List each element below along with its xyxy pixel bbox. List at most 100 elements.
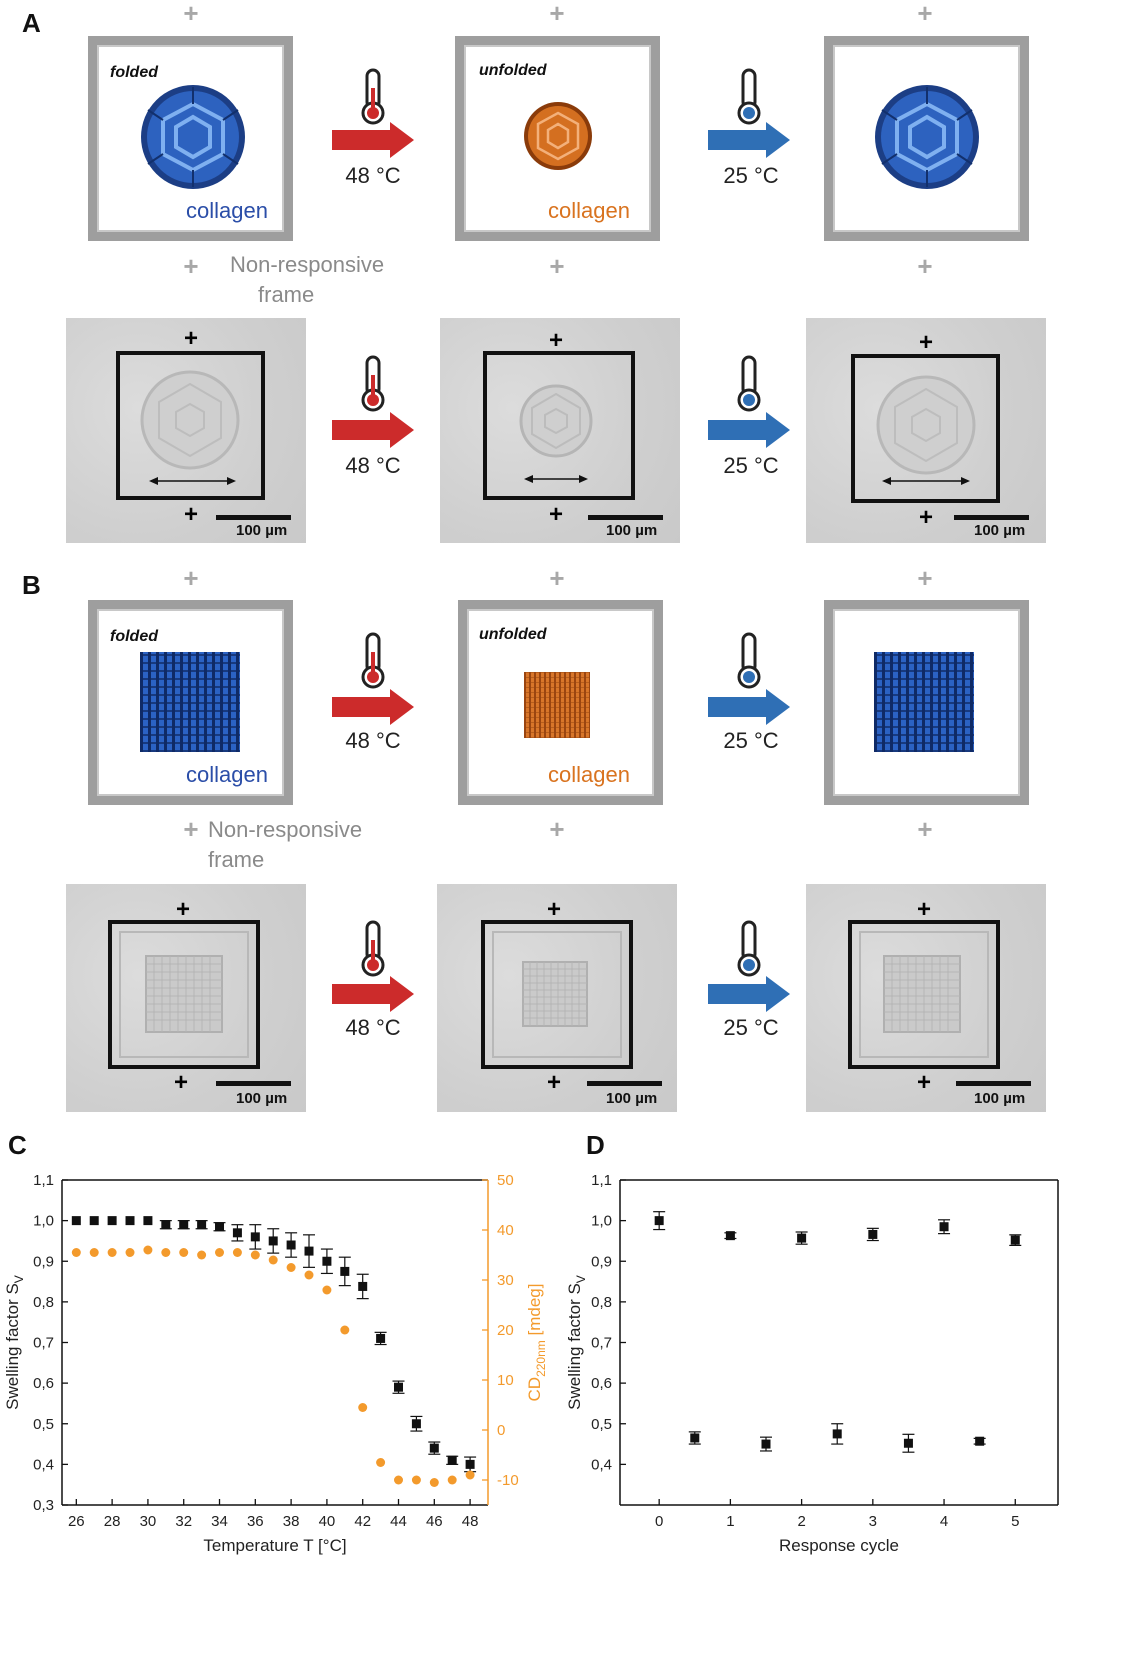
micrograph-b1-drawing: + +	[108, 896, 291, 1096]
y-axis-label-text: Swelling factor S	[3, 1283, 22, 1410]
plus-marker: +	[549, 563, 565, 593]
non-responsive-frame-label: Non-responsive frame	[208, 815, 362, 875]
data-point-square	[832, 1429, 842, 1439]
y-tick-label: 0,8	[591, 1294, 612, 1311]
plus-marker: +	[549, 0, 565, 28]
data-point-circle	[340, 1325, 350, 1335]
panel-label-d: D	[586, 1130, 605, 1160]
data-point-square	[250, 1232, 260, 1242]
x-tick-label: 42	[354, 1513, 371, 1530]
data-point-square	[340, 1266, 350, 1276]
x-tick-label: 46	[426, 1513, 443, 1530]
thermometer-hot-icon	[361, 355, 385, 412]
thermometer-hot-icon	[361, 632, 385, 689]
cool-temp-label: 25 °C	[723, 163, 779, 188]
x-tick-label: 4	[940, 1513, 948, 1530]
heat-arrow-icon	[332, 689, 414, 725]
heat-arrow-icon	[332, 412, 414, 448]
buckyball-refolded-icon	[875, 85, 979, 189]
data-point-square	[725, 1231, 735, 1241]
cool-arrow-icon	[708, 122, 790, 158]
frame-label-line2: frame	[208, 847, 265, 872]
data-point-square	[939, 1222, 949, 1232]
heat-temp-label: 48 °C	[345, 453, 401, 478]
micrograph-a1-drawing: + +	[116, 325, 291, 528]
frame-label-line2: frame	[258, 282, 315, 307]
y-axis-label: Swelling factor SV	[565, 1275, 588, 1410]
y-tick-label: 1,1	[591, 1172, 612, 1189]
y2-tick-label: 20	[497, 1322, 514, 1339]
data-point-circle	[465, 1470, 475, 1480]
x-tick-label: 44	[390, 1513, 407, 1530]
svg-text:+: +	[184, 325, 198, 352]
grid-lattice-unfolded-icon	[524, 672, 590, 738]
y-tick-label: 0,6	[33, 1375, 54, 1392]
y2-tick-label: 40	[497, 1222, 514, 1239]
panel-label-c: C	[8, 1130, 27, 1160]
thermometer-hot-icon	[361, 68, 385, 125]
heat-arrow-icon	[332, 122, 414, 158]
x-tick-label: 30	[140, 1513, 157, 1530]
data-point-circle	[179, 1248, 189, 1257]
data-point-circle	[250, 1250, 260, 1260]
plus-marker: +	[917, 563, 933, 593]
data-point-square	[465, 1459, 475, 1469]
y-tick-label: 0,8	[33, 1294, 54, 1311]
data-point-circle	[322, 1285, 332, 1295]
y2-tick-label: 10	[497, 1372, 514, 1389]
svg-text:+: +	[919, 504, 933, 531]
data-point-circle	[286, 1263, 296, 1272]
micrograph-b3: + +	[806, 884, 1046, 1112]
x-tick-label: 28	[104, 1513, 121, 1530]
y2-axis-label: CD220nm [mdeg]	[525, 1284, 548, 1402]
data-point-square	[654, 1216, 664, 1226]
y-tick-label: 0,6	[591, 1375, 612, 1392]
cool-temp-label: 25 °C	[723, 1015, 779, 1040]
data-point-circle	[376, 1458, 386, 1467]
data-point-circle	[215, 1248, 225, 1257]
buckyball-unfolded-icon	[524, 102, 592, 170]
thermometer-hot-icon	[361, 920, 385, 977]
y-axis-label-subscript: V	[574, 1275, 588, 1283]
x-tick-label: 1	[726, 1513, 734, 1530]
data-point-circle	[197, 1250, 207, 1260]
y2-axis-label-text: CD	[525, 1377, 544, 1402]
data-point-square	[304, 1246, 314, 1256]
y2-tick-label: 0	[497, 1422, 505, 1439]
data-point-square	[1010, 1235, 1020, 1245]
scale-bar-label: 100 µm	[606, 522, 658, 539]
micrograph-a2: + +	[440, 318, 680, 543]
data-point-square	[107, 1216, 117, 1226]
x-tick-label: 0	[655, 1513, 663, 1530]
y-axis-label-text: Swelling factor S	[565, 1283, 584, 1410]
data-point-square	[215, 1222, 225, 1232]
data-point-square	[358, 1281, 368, 1291]
collagen-label-unfolded: collagen	[548, 762, 630, 787]
data-point-circle	[143, 1245, 153, 1255]
y-tick-label: 0,4	[33, 1456, 54, 1473]
svg-text:+: +	[176, 896, 190, 923]
thermometer-cold-icon	[737, 920, 761, 977]
cool-arrow-icon	[708, 976, 790, 1012]
x-axis-label: Temperature T [°C]	[203, 1536, 346, 1555]
y-axis-label-subscript: V	[12, 1275, 26, 1283]
scale-bar-label: 100 µm	[236, 522, 288, 539]
plus-marker: +	[183, 251, 199, 281]
data-point-circle	[447, 1475, 457, 1485]
heat-temp-label: 48 °C	[345, 1015, 401, 1040]
data-point-square	[232, 1228, 242, 1238]
state-label-unfolded: unfolded	[479, 626, 547, 643]
data-point-square	[975, 1436, 985, 1446]
non-responsive-frame-label: Non-responsive frame	[230, 250, 384, 310]
y-tick-label: 0,4	[591, 1456, 612, 1473]
micrograph-b1: + +	[66, 884, 306, 1112]
cool-temp-label: 25 °C	[723, 728, 779, 753]
svg-text:+: +	[174, 1069, 188, 1096]
y-tick-label: 0,9	[591, 1253, 612, 1270]
heat-arrow-icon	[332, 976, 414, 1012]
data-point-circle	[232, 1248, 242, 1257]
data-point-circle	[394, 1475, 404, 1485]
collagen-label-folded: collagen	[186, 762, 268, 787]
svg-text:+: +	[549, 327, 563, 354]
